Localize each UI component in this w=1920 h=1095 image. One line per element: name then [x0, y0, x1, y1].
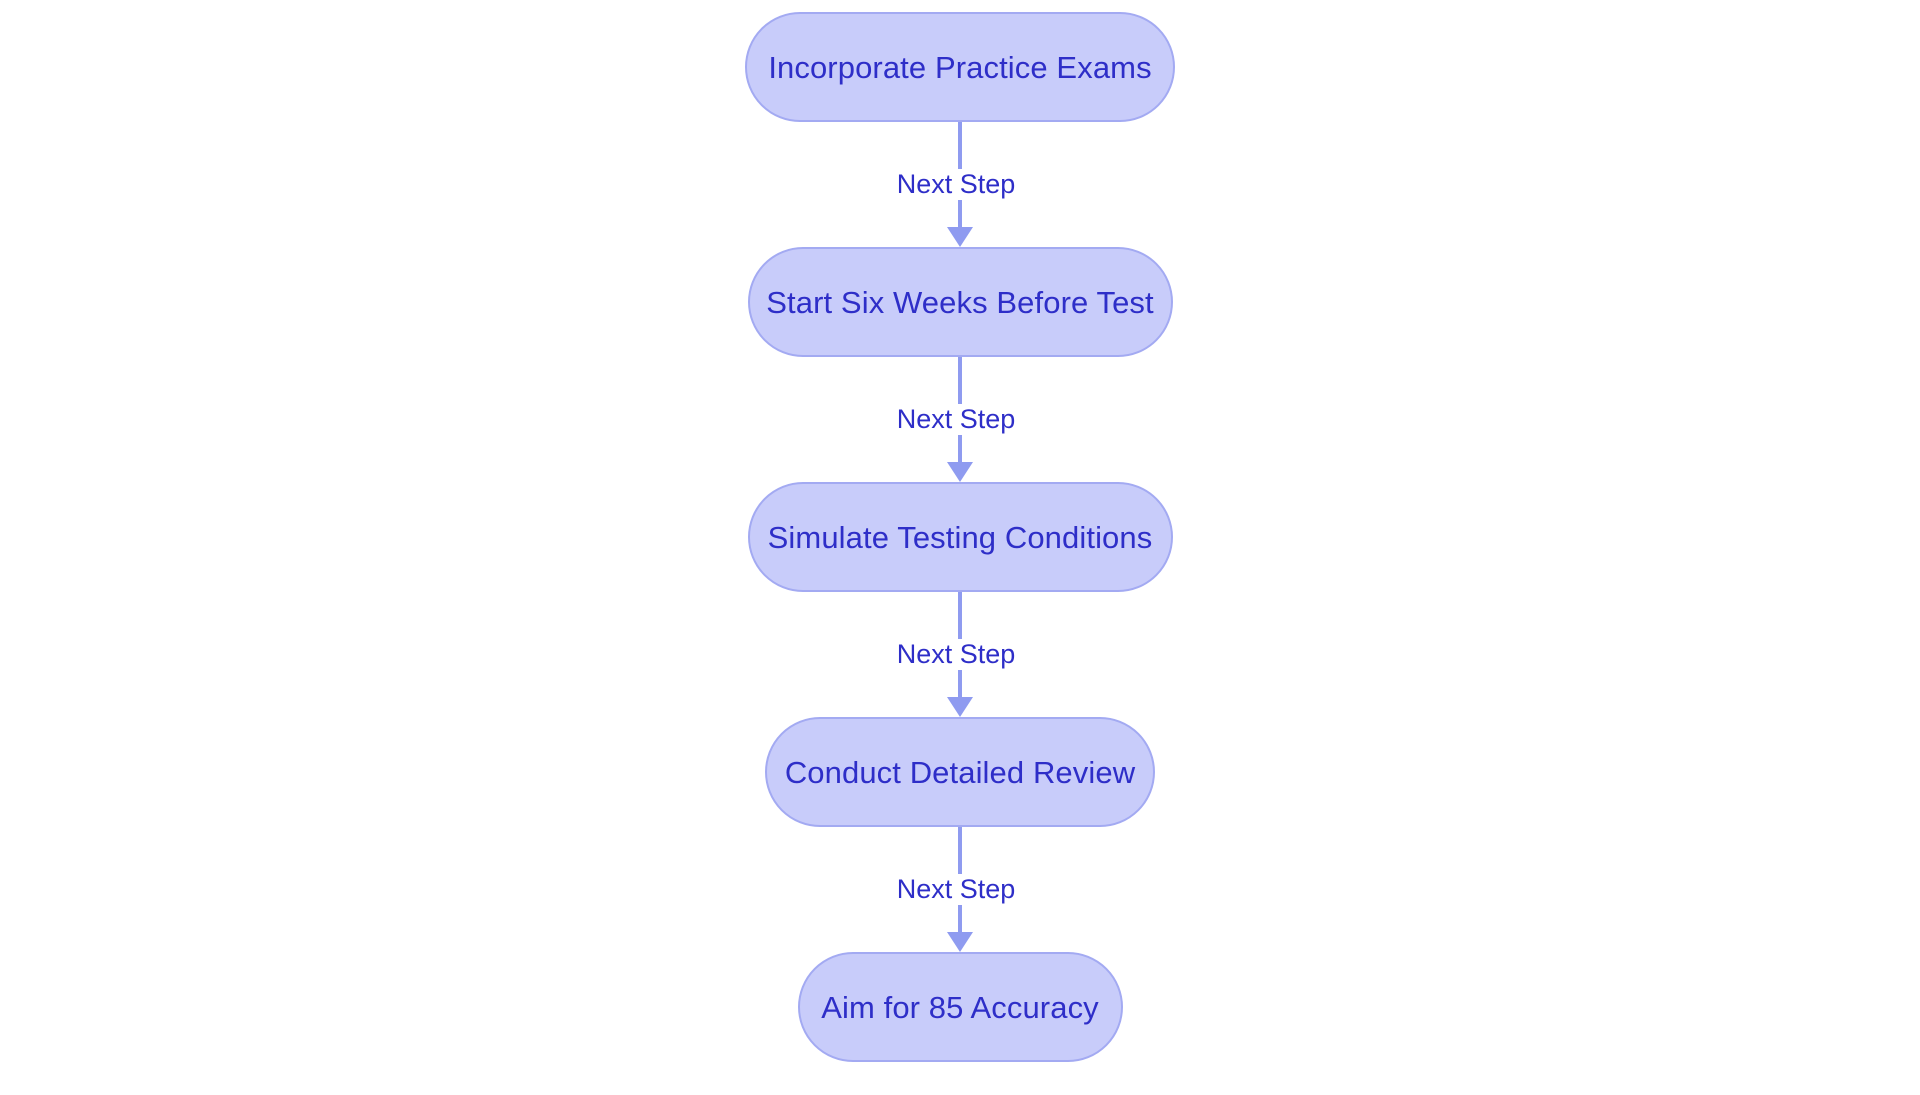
flowchart-node-conduct-detailed-review[interactable]: Conduct Detailed Review [765, 717, 1155, 827]
connector-label: Next Step [890, 874, 1022, 905]
arrow-down-icon [947, 462, 973, 482]
flowchart-connector-1: Next Step [830, 122, 1090, 247]
connector-label: Next Step [890, 404, 1022, 435]
arrow-down-icon [947, 932, 973, 952]
node-label: Conduct Detailed Review [784, 754, 1136, 790]
flowchart-node-start-six-weeks-before-test[interactable]: Start Six Weeks Before Test [747, 247, 1173, 357]
flowchart-connector-3: Next Step [830, 592, 1090, 717]
connector-label: Next Step [890, 639, 1022, 670]
flowchart-node-aim-for-85-accuracy[interactable]: Aim for 85 Accuracy [797, 952, 1123, 1062]
arrow-down-icon [947, 227, 973, 247]
flowchart-node-simulate-testing-conditions[interactable]: Simulate Testing Conditions [747, 482, 1173, 592]
node-label: Incorporate Practice Exams [768, 49, 1152, 85]
node-label: Aim for 85 Accuracy [821, 989, 1099, 1025]
flowchart-connector-4: Next Step [830, 827, 1090, 952]
flowchart-connector-2: Next Step [830, 357, 1090, 482]
connector-label: Next Step [890, 169, 1022, 200]
node-label: Start Six Weeks Before Test [766, 284, 1154, 320]
flowchart-node-incorporate-practice-exams[interactable]: Incorporate Practice Exams [745, 12, 1175, 122]
arrow-down-icon [947, 697, 973, 717]
node-label: Simulate Testing Conditions [767, 519, 1153, 555]
